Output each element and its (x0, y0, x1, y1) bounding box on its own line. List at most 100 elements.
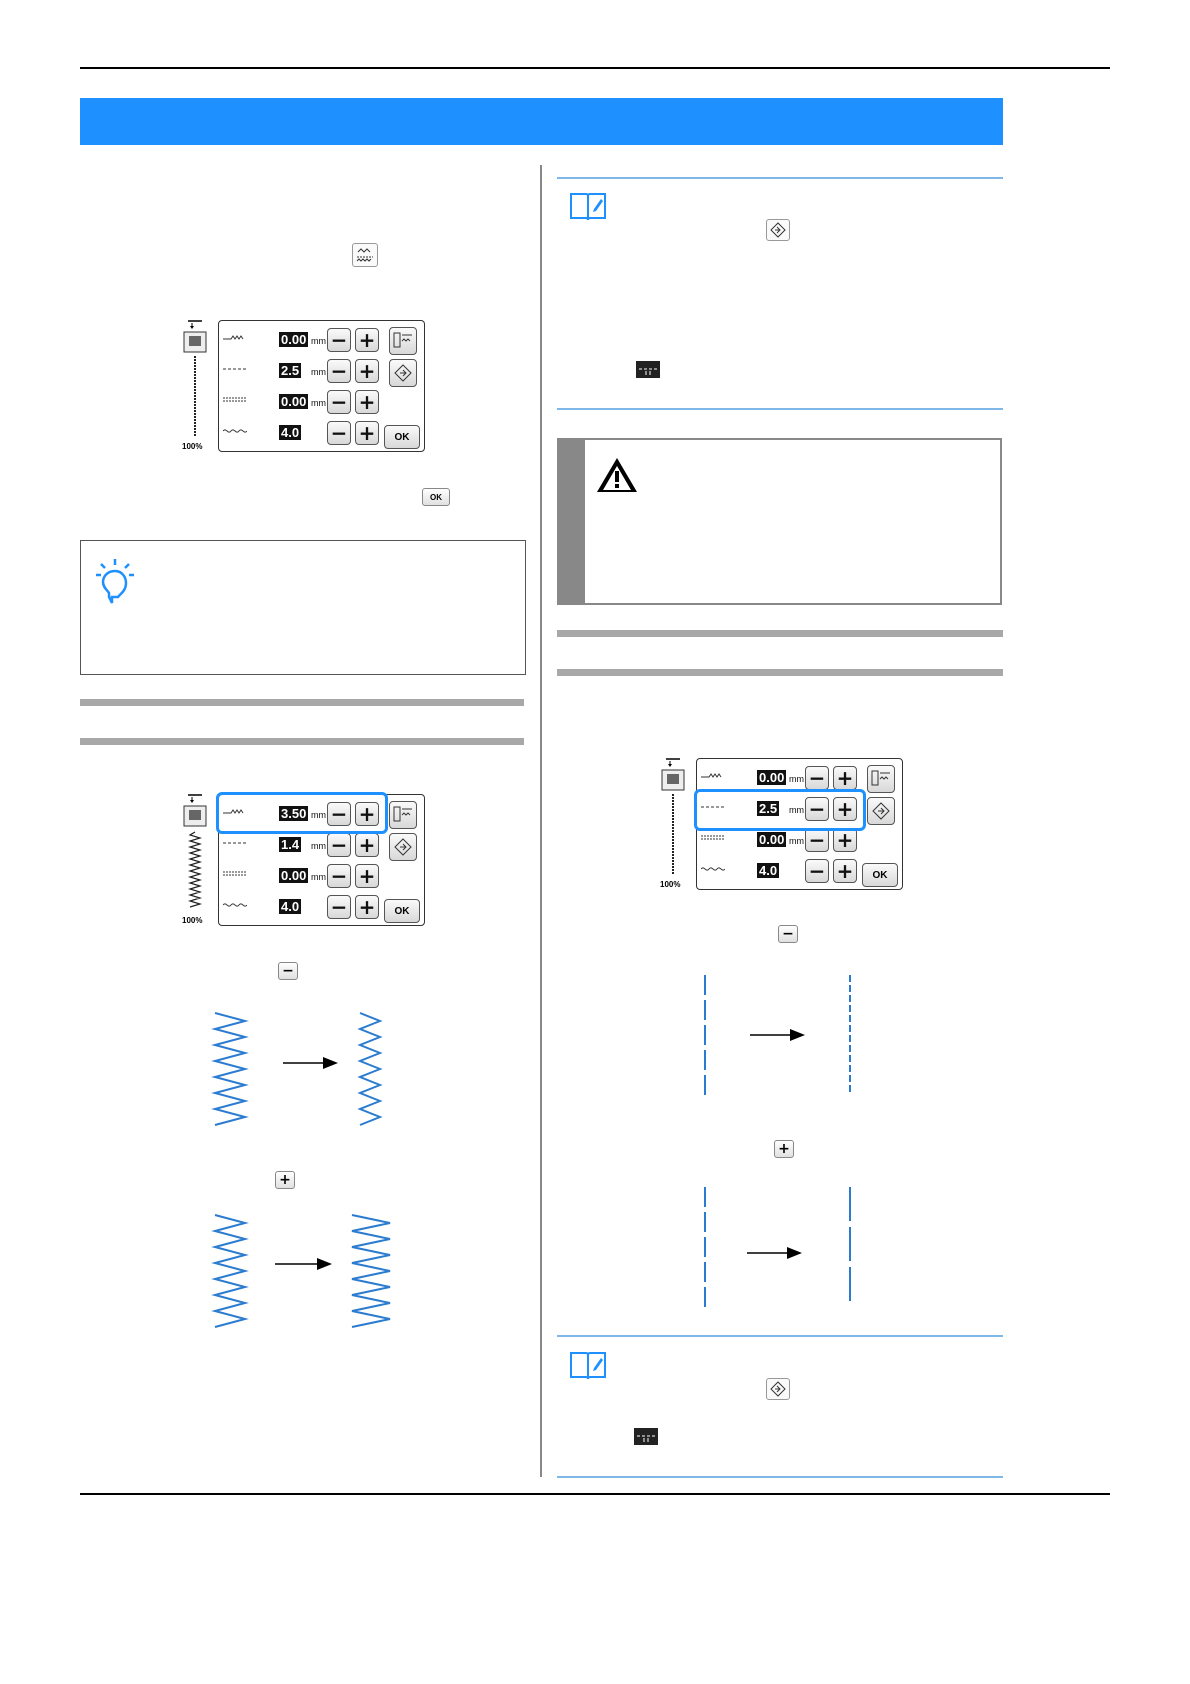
tension-value: 0.00 (279, 394, 309, 409)
tension-unit: mm (789, 836, 804, 846)
length-plus-button[interactable]: + (355, 833, 379, 857)
inline-plus-button[interactable]: + (774, 1140, 794, 1158)
density-plus-button[interactable]: + (833, 859, 857, 883)
reset-inline-icon[interactable] (766, 1378, 790, 1400)
tension-icon (223, 871, 247, 876)
section-banner (80, 98, 1003, 145)
length-unit: mm (789, 805, 804, 815)
percent-label: 100% (182, 916, 203, 925)
length-unit: mm (311, 367, 326, 377)
needle-foot-icon (183, 320, 207, 436)
zigzag-width-icon (701, 773, 722, 778)
tension-value: 0.00 (279, 868, 309, 883)
ok-button[interactable]: OK (862, 863, 898, 887)
density-minus-button[interactable]: − (327, 895, 351, 919)
percent-label: 100% (660, 880, 681, 889)
inline-minus-button[interactable]: − (778, 925, 798, 943)
density-value: 4.0 (279, 899, 302, 914)
length-plus-button[interactable]: + (833, 797, 857, 821)
reset-inline-icon[interactable] (766, 219, 790, 241)
needle-foot-icon (661, 758, 685, 874)
width-unit: mm (311, 810, 326, 820)
reset-button[interactable] (389, 359, 417, 387)
tension-value: 0.00 (757, 832, 787, 847)
density-plus-button[interactable]: + (355, 421, 379, 445)
width-minus-button[interactable]: − (327, 802, 351, 826)
tension-unit: mm (311, 872, 326, 882)
ok-button[interactable]: OK (384, 899, 420, 923)
caution-box (557, 438, 1002, 605)
width-value: 3.50 (279, 806, 309, 821)
straight-stitch-lengthen-illustration (704, 1187, 851, 1307)
tension-minus-button[interactable]: − (327, 390, 351, 414)
needle-foot-icon (183, 794, 207, 908)
settings-panel-top: 100% 0.00 mm − + 2.5 mm − + 0.00 mm − + … (180, 318, 426, 452)
width-minus-button[interactable]: − (805, 766, 829, 790)
density-plus-button[interactable]: + (355, 895, 379, 919)
memo-top-rule (557, 1335, 1003, 1337)
width-value: 0.00 (279, 332, 309, 347)
length-value: 2.5 (279, 363, 302, 378)
straight-stitch-shorten-illustration (704, 975, 851, 1095)
thread-cut-icon (636, 361, 660, 378)
tension-icon (223, 397, 247, 402)
memo-bottom-rule (557, 1476, 1003, 1478)
length-minus-button[interactable]: − (327, 359, 351, 383)
reset-icon (872, 802, 890, 820)
presser-foot-button[interactable] (389, 801, 417, 829)
zigzag-widening-illustration (211, 1214, 391, 1328)
subsection-band-top (80, 699, 524, 706)
reset-icon (394, 838, 412, 856)
density-icon (223, 429, 247, 433)
thread-cut-icon (634, 1428, 658, 1445)
reset-button[interactable] (389, 833, 417, 861)
memo-book-icon (570, 193, 606, 221)
density-value: 4.0 (757, 863, 780, 878)
length-minus-button[interactable]: − (327, 833, 351, 857)
inline-plus-button[interactable]: + (275, 1171, 295, 1189)
reset-button[interactable] (867, 797, 895, 825)
width-plus-button[interactable]: + (355, 802, 379, 826)
density-minus-button[interactable]: − (805, 859, 829, 883)
settings-screen: 0.00 mm − + 2.5 mm − + 0.00 mm − + 4.0 −… (696, 758, 903, 890)
zigzag-width-icon (223, 335, 244, 340)
tension-plus-button[interactable]: + (355, 864, 379, 888)
tip-box (80, 540, 526, 675)
tension-plus-button[interactable]: + (355, 390, 379, 414)
inline-minus-button[interactable]: − (278, 962, 298, 980)
tension-minus-button[interactable]: − (327, 864, 351, 888)
length-icon (701, 806, 725, 808)
presser-foot-button[interactable] (389, 327, 417, 355)
tension-minus-button[interactable]: − (805, 828, 829, 852)
subsection-band-bottom (80, 738, 524, 745)
width-row-highlight (216, 792, 388, 834)
density-icon (701, 867, 725, 871)
memo-top-rule (557, 177, 1003, 179)
warning-triangle-icon (597, 458, 637, 492)
length-icon (223, 368, 247, 370)
settings-panel-length: 100% 0.00 mm − + 2.5 mm − + 0.00 mm − + … (658, 756, 904, 890)
column-divider (540, 165, 542, 1477)
density-value: 4.0 (279, 425, 302, 440)
tension-plus-button[interactable]: + (833, 828, 857, 852)
top-rule (80, 67, 1110, 69)
tension-icon (701, 835, 725, 840)
length-unit: mm (311, 841, 326, 851)
width-minus-button[interactable]: − (327, 328, 351, 352)
width-plus-button[interactable]: + (355, 328, 379, 352)
inline-ok-button[interactable]: OK (422, 488, 450, 506)
settings-screen: 3.50 mm − + 1.4 mm − + 0.00 mm − + 4.0 −… (218, 794, 425, 926)
bottom-rule (80, 1493, 1110, 1495)
density-minus-button[interactable]: − (327, 421, 351, 445)
length-plus-button[interactable]: + (355, 359, 379, 383)
settings-screen: 0.00 mm − + 2.5 mm − + 0.00 mm − + 4.0 −… (218, 320, 425, 452)
density-icon (223, 903, 247, 907)
settings-panel-width: 100% 3.50 mm − + 1.4 mm − + 0.00 mm − + … (180, 792, 426, 926)
length-value: 1.4 (279, 837, 302, 852)
width-plus-button[interactable]: + (833, 766, 857, 790)
stitch-setting-icon[interactable] (352, 243, 378, 267)
length-minus-button[interactable]: − (805, 797, 829, 821)
ok-button[interactable]: OK (384, 425, 420, 449)
presser-foot-button[interactable] (867, 765, 895, 793)
length-icon (223, 842, 247, 844)
